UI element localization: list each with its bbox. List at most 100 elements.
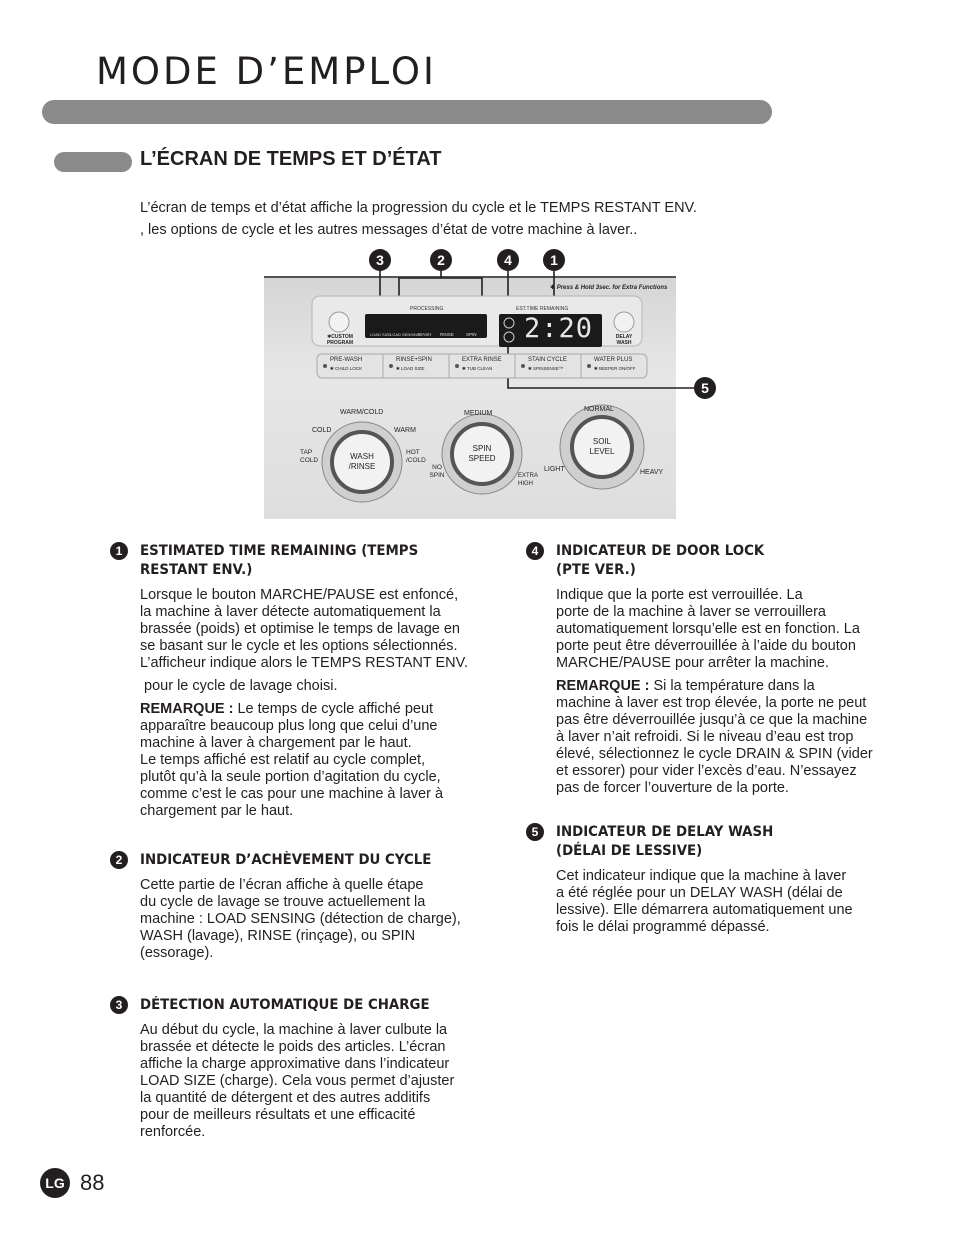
body-line: affiche la charge approximative dans l’i… <box>140 1056 450 1072</box>
option-sub: ✱ LOAD SIZE <box>396 366 425 371</box>
item-estimated-time: 1 ESTIMATED TIME REMAINING (TEMPS RESTAN… <box>110 542 490 820</box>
body-line: fois le délai programmé dépassé. <box>556 919 770 935</box>
knob-spin-label: NO SPIN <box>429 464 445 479</box>
option-sub: ✱ BEEPER ON/OFF <box>594 366 636 371</box>
note-text: Si la température dans la <box>649 678 815 694</box>
knob-soil-label: LIGHT <box>544 466 565 473</box>
press-hold-note: ✱ Press & Hold 3sec. for Extra Functions <box>550 285 668 291</box>
option-label: EXTRA RINSE <box>462 357 502 363</box>
note-line: machine à laver est trop élevée, la port… <box>556 695 867 711</box>
note-line: REMARQUE : Si la température dans la <box>556 678 906 695</box>
note-line: apparaître beaucoup plus long que celui … <box>140 718 438 734</box>
knob-spin-label: EXTRA HIGH <box>518 473 538 487</box>
body-line: lessive). Elle démarrera automatiquement… <box>556 902 853 918</box>
option-label: PRE-WASH <box>330 357 363 363</box>
note-line: REMARQUE : Le temps de cycle affiché peu… <box>140 701 490 718</box>
item-number: 2 <box>110 851 128 869</box>
knob-wash-label: COLD <box>312 427 332 434</box>
item-body: Cet indicateur indique que la machine à … <box>556 868 906 936</box>
body-line: Cette partie de l’écran affiche à quelle… <box>140 877 424 893</box>
body-line: renforcée. <box>140 1124 206 1140</box>
page-number: 88 <box>80 1170 105 1195</box>
control-panel-illustration: 3 2 4 1 5 <box>262 244 716 519</box>
item-title-line: DÉTECTION AUTOMATIQUE DE CHARGE <box>140 997 430 1013</box>
item-title-line: INDICATEUR DE DOOR LOCK <box>556 543 765 559</box>
body-line: Indique que la porte est verrouillée. La <box>556 587 803 603</box>
body-line: machine : LOAD SENSING (détection de cha… <box>140 911 461 927</box>
note-text: Le temps de cycle affiché peut <box>233 701 434 717</box>
item-body: Lorsque le bouton MARCHE/PAUSE est enfon… <box>140 587 490 672</box>
body-line: brassée (poids) et optimise le temps de … <box>140 621 460 637</box>
processing-label: PROCESSING <box>410 306 444 312</box>
item-body: Cette partie de l’écran affiche à quelle… <box>140 877 490 962</box>
item-number: 1 <box>110 542 128 560</box>
body-line: a été réglée pour un DELAY WASH (délai d… <box>556 885 843 901</box>
stage-load-size: LOAD SIZE <box>370 332 391 337</box>
item-note: REMARQUE : Si la température dans la mac… <box>556 678 906 797</box>
body-line: la machine à laver détecte automatiqueme… <box>140 604 441 620</box>
knob-wash-label: HOT /COLD <box>406 449 426 464</box>
item-title: INDICATEUR DE DOOR LOCK (PTE VER.) <box>556 542 878 580</box>
item-number: 5 <box>526 823 544 841</box>
item-door-lock: 4 INDICATEUR DE DOOR LOCK (PTE VER.) Ind… <box>526 542 906 797</box>
body-line: porte peut être déverrouillée à l’aide d… <box>556 638 856 654</box>
item-number: 4 <box>526 542 544 560</box>
time-display: 2:20 <box>524 313 594 344</box>
item-note: REMARQUE : Le temps de cycle affiché peu… <box>140 701 490 820</box>
knob-spin-label: MEDIUM <box>464 410 493 417</box>
stage-load-sensing: LOAD SENSING <box>390 332 421 337</box>
item-title-line: INDICATEUR DE DELAY WASH <box>556 824 774 840</box>
section-title: L’ÉCRAN DE TEMPS ET D’ÉTAT <box>140 148 442 170</box>
intro-line: , les options de cycle et les autres mes… <box>140 222 638 238</box>
knob-soil-label: HEAVY <box>640 469 664 476</box>
knob-soil-center: SOIL LEVEL <box>589 437 615 456</box>
note-line: et essorer) pour vider l’excès d’eau. N’… <box>556 763 857 779</box>
item-title: INDICATEUR DE DELAY WASH (DÉLAI DE LESSI… <box>556 823 878 861</box>
body-line: Au début du cycle, la machine à laver cu… <box>140 1022 448 1038</box>
option-sub: ✱ CHILD LOCK <box>330 366 363 371</box>
item-body: Indique que la porte est verrouillée. La… <box>556 587 906 672</box>
note-line: élevé, sélectionnez le cycle DRAIN & SPI… <box>556 746 873 762</box>
option-sub: ✱ TUB CLEAN <box>462 366 493 371</box>
item-load-detection: 3 DÉTECTION AUTOMATIQUE DE CHARGE Au déb… <box>110 996 490 1141</box>
item-title-line: INDICATEUR D’ACHÈVEMENT DU CYCLE <box>140 852 432 868</box>
callout-2: 2 <box>430 249 452 271</box>
body-line: automatiquement lorsqu’elle est en fonct… <box>556 621 860 637</box>
intro-text: L’écran de temps et d’état affiche la pr… <box>140 197 780 241</box>
item-title-line: RESTANT ENV.) <box>140 562 253 578</box>
section-pill <box>54 152 132 172</box>
knob-spin-center: SPIN SPEED <box>468 444 496 463</box>
note-line: pas de forcer l’ouverture de la porte. <box>556 780 789 796</box>
body-line: du cycle de lavage se trouve actuellemen… <box>140 894 426 910</box>
body-line: Cet indicateur indique que la machine à … <box>556 868 847 884</box>
note-line: pas être déverrouillée jusqu’à ce que la… <box>556 712 868 728</box>
est-time-label: EST.TIME REMAINING <box>516 306 569 312</box>
option-label: RINSE+SPIN <box>396 357 432 363</box>
panel-drawing <box>311 271 694 503</box>
item-delay-wash: 5 INDICATEUR DE DELAY WASH (DÉLAI DE LES… <box>526 823 906 936</box>
callout-4: 4 <box>497 249 519 271</box>
custom-program-label: ✱CUSTOM PROGRAM <box>326 334 354 346</box>
callout-3: 3 <box>369 249 391 271</box>
lg-logo: LG <box>40 1168 70 1198</box>
knob-soil-label: NORMAL <box>584 406 614 413</box>
body-line: la quantité de détergent et des autres a… <box>140 1090 431 1106</box>
body-line: brassée et détecte le poids des articles… <box>140 1039 446 1055</box>
item-title-line: (DÉLAI DE LESSIVE) <box>556 843 703 859</box>
note-label: REMARQUE : <box>140 701 234 717</box>
stage-rinse: RINSE <box>440 332 454 337</box>
body-line: LOAD SIZE (charge). Cela vous permet d’a… <box>140 1073 455 1089</box>
item-number: 3 <box>110 996 128 1014</box>
page-title: MODE D’EMPLOI <box>96 50 437 93</box>
body-line: Lorsque le bouton MARCHE/PAUSE est enfon… <box>140 587 459 603</box>
item-title: ESTIMATED TIME REMAINING (TEMPS RESTANT … <box>140 542 462 580</box>
note-line: chargement par le haut. <box>140 803 294 819</box>
option-label: STAIN CYCLE <box>528 357 567 363</box>
callout-1: 1 <box>543 249 565 271</box>
delay-wash-label: DELAY WASH <box>615 334 633 346</box>
callout-5: 5 <box>694 377 716 399</box>
note-line: à laver n’ait refroidi. Si le niveau d’e… <box>556 729 854 745</box>
body-line: se basant sur le cycle et les options sé… <box>140 638 458 654</box>
body-line: pour de meilleurs résultats et une effic… <box>140 1107 416 1123</box>
body-line: WASH (lavage), RINSE (rinçage), ou SPIN <box>140 928 416 944</box>
